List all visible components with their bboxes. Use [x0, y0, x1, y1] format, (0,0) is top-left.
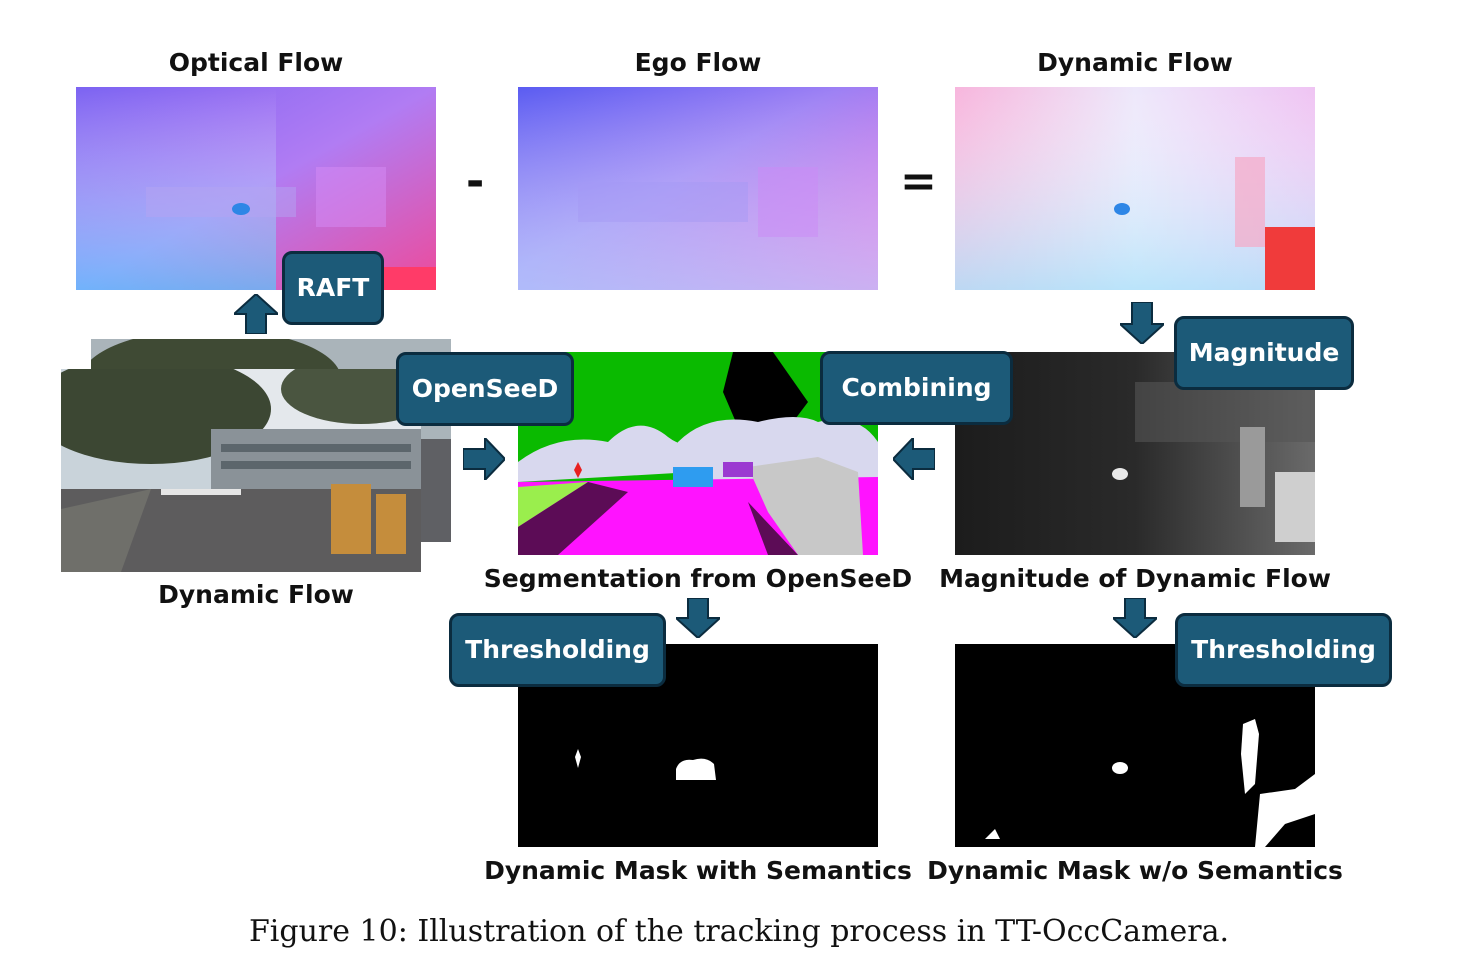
arrow-right-to-segmentation: [463, 438, 505, 480]
magnitude-step-box: Magnitude: [1174, 316, 1354, 390]
mask-with-semantics-title: Dynamic Mask with Semantics: [484, 856, 912, 885]
ego-flow-image: [518, 87, 878, 290]
figure-caption: Figure 10: Illustration of the tracking …: [248, 914, 1230, 949]
arrow-up-raft: [234, 294, 278, 334]
input-frame-front: [61, 369, 421, 572]
arrow-left-to-segmentation: [893, 438, 935, 480]
optical-flow-image: [76, 87, 436, 290]
dynamic-flow-image: [955, 87, 1315, 290]
mask-without-semantics-title: Dynamic Mask w/o Semantics: [927, 856, 1343, 885]
equals-operator: =: [900, 156, 937, 207]
magnitude-title: Magnitude of Dynamic Flow: [939, 564, 1331, 593]
optical-flow-title: Optical Flow: [168, 48, 344, 77]
segmentation-image: [518, 352, 878, 555]
combining-step-box: Combining: [820, 351, 1013, 425]
dynamic-flow-title: Dynamic Flow: [1037, 48, 1233, 77]
minus-operator: -: [466, 156, 485, 207]
threshold-right-step-box: Thresholding: [1175, 613, 1392, 687]
raft-step-box: RAFT: [282, 251, 384, 325]
arrow-down-left-threshold: [676, 598, 720, 638]
segmentation-title: Segmentation from OpenSeeD: [483, 564, 913, 593]
arrow-down-right-threshold: [1113, 598, 1157, 638]
input-title: Dynamic Flow: [158, 580, 354, 609]
openseed-step-box: OpenSeeD: [396, 352, 574, 426]
ego-flow-title: Ego Flow: [634, 48, 762, 77]
threshold-left-step-box: Thresholding: [449, 613, 666, 687]
arrow-down-to-magnitude: [1120, 302, 1164, 344]
